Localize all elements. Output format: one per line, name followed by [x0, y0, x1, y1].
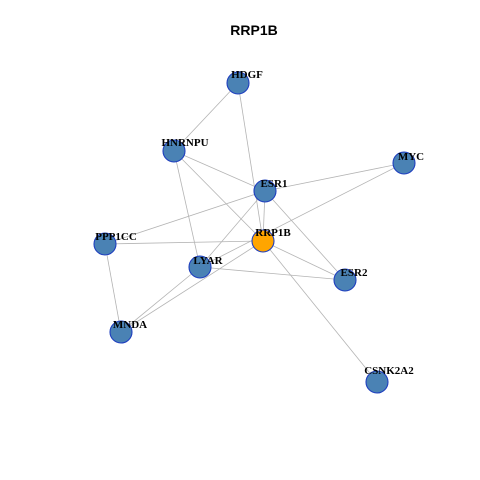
node-myc: [392, 151, 416, 175]
node-label-esr1: ESR1: [261, 178, 288, 190]
node-label-hdgf: HDGF: [231, 69, 263, 81]
node-esr2: [333, 268, 357, 292]
edge-esr1-ppp1cc: [104, 190, 266, 245]
node-label-myc: MYC: [398, 151, 424, 163]
edge-hdgf-hnrnpu: [173, 82, 239, 152]
edge-hnrnpu-lyar: [173, 150, 201, 268]
edge-ppp1cc-mnda: [104, 243, 122, 333]
edge-hnrnpu-rrp1b: [173, 150, 264, 242]
node-rrp1b: [251, 229, 275, 253]
edges-layer: [104, 82, 405, 383]
edge-esr1-lyar: [199, 190, 266, 268]
nodes-layer: [93, 71, 416, 394]
edge-hnrnpu-esr1: [173, 150, 266, 192]
edge-hdgf-rrp1b: [237, 82, 264, 242]
node-csnk2a2: [365, 370, 389, 394]
node-hdgf: [226, 71, 250, 95]
edge-lyar-esr2: [199, 266, 346, 281]
node-label-lyar: LYAR: [193, 255, 223, 267]
edge-rrp1b-csnk2a2: [262, 240, 378, 383]
node-lyar: [188, 255, 212, 279]
node-label-esr2: ESR2: [341, 267, 368, 279]
node-esr1: [253, 179, 277, 203]
edge-esr1-esr2: [264, 190, 346, 281]
node-hnrnpu: [162, 139, 186, 163]
edge-rrp1b-esr2: [262, 240, 346, 281]
graph-title: RRP1B: [230, 22, 277, 38]
node-mnda: [109, 320, 133, 344]
edge-lyar-mnda: [120, 266, 201, 333]
node-label-hnrnpu: HNRNPU: [161, 137, 208, 149]
node-label-rrp1b: RRP1B: [255, 227, 291, 239]
edge-rrp1b-mnda: [120, 240, 264, 333]
node-label-mnda: MNDA: [113, 319, 147, 331]
edge-rrp1b-ppp1cc: [104, 240, 264, 245]
edge-myc-esr1: [264, 162, 405, 192]
node-label-csnk2a2: CSNK2A2: [364, 365, 414, 377]
node-label-ppp1cc: PPP1CC: [95, 231, 137, 243]
node-ppp1cc: [93, 232, 117, 256]
edge-myc-lyar: [199, 162, 405, 268]
